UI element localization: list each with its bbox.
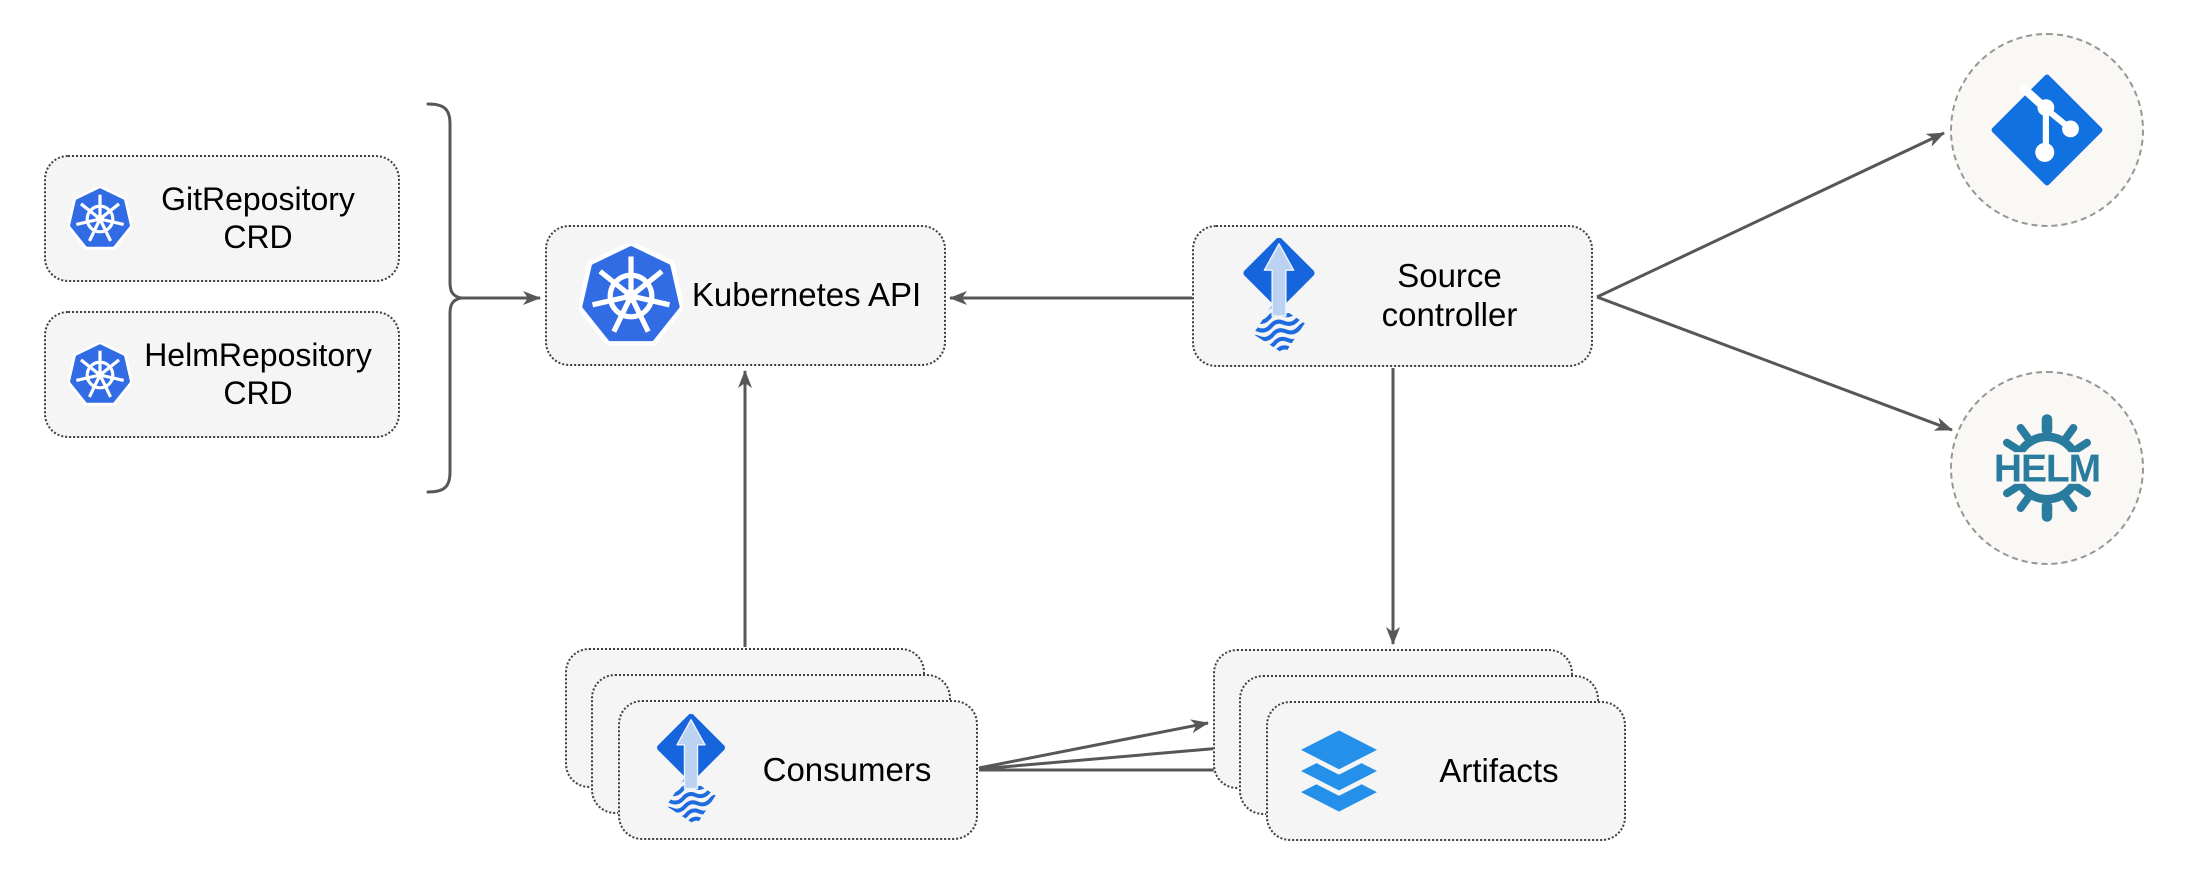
node-consumers: Consumers — [618, 700, 978, 840]
helm-icon: HELM — [1989, 414, 2105, 522]
node-label: Source controller — [1381, 257, 1518, 333]
edge-source-controller-to-helm — [1596, 295, 1953, 432]
node-label: HelmRepository CRD — [144, 336, 372, 411]
helm-logo-text: HELM — [1994, 448, 2100, 491]
layers-icon — [1293, 725, 1385, 817]
git-icon — [1991, 74, 2103, 186]
flux-source-controller-icon — [1243, 237, 1315, 355]
node-label: GitRepository CRD — [161, 180, 355, 255]
kubernetes-icon — [68, 342, 132, 406]
crd-group-brace — [426, 102, 462, 494]
flux-source-controller-icon — [656, 714, 726, 826]
kubernetes-icon — [68, 186, 132, 250]
node-helm-repository-crd: HelmRepository CRD — [44, 311, 400, 438]
node-label: Consumers — [762, 750, 932, 788]
node-artifacts: Artifacts — [1266, 701, 1626, 841]
node-label: Artifacts — [1439, 751, 1559, 789]
node-git-remote — [1950, 33, 2144, 227]
kubernetes-icon — [579, 243, 683, 346]
node-source-controller: Source controller — [1192, 225, 1593, 367]
node-git-repository-crd: GitRepository CRD — [44, 155, 400, 282]
edge-consumers-to-artifacts-1 — [978, 719, 1209, 770]
edge-source-controller-to-git — [1596, 131, 1945, 299]
node-helm-remote: HELM — [1950, 371, 2144, 565]
node-label: Kubernetes API — [691, 276, 922, 314]
node-kubernetes-api: Kubernetes API — [545, 225, 946, 366]
edge-consumers-to-artifacts-2 — [978, 741, 1234, 771]
